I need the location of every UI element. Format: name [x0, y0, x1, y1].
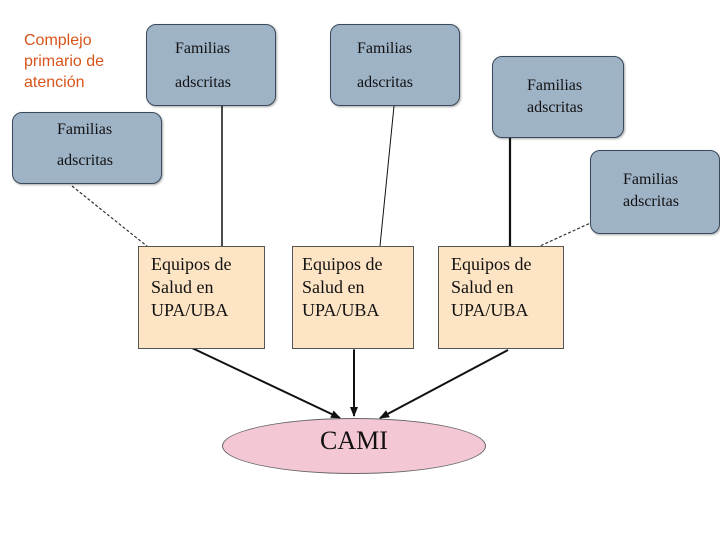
family-box-top-right-line1: Familias: [527, 77, 583, 94]
family-box-top-left-line1: Familias: [175, 40, 231, 57]
team-box-3-line3: UPA/UBA: [451, 300, 529, 320]
family-box-right-line1: Familias: [623, 171, 679, 188]
team-box-2-line1: Equipos de: [302, 254, 383, 274]
family-box-top-center: Familias adscritas: [330, 24, 460, 106]
cami-ellipse: CAMI: [222, 418, 486, 474]
team-box-2-line2: Salud en: [302, 277, 365, 297]
team-box-1: Equipos de Salud en UPA/UBA: [138, 246, 265, 349]
family-box-top-right: Familias adscritas: [492, 56, 624, 138]
family-box-left-line1: Familias: [57, 121, 113, 138]
team-box-2-line3: UPA/UBA: [302, 300, 380, 320]
family-box-top-center-line2: adscritas: [357, 74, 413, 91]
team-box-3-line2: Salud en: [451, 277, 514, 297]
team-box-2: Equipos de Salud en UPA/UBA: [292, 246, 414, 349]
diagram-title: Complejo primario de atención: [24, 32, 105, 91]
family-box-top-center-line1: Familias: [357, 40, 413, 57]
family-box-left-line2: adscritas: [57, 152, 113, 169]
family-box-top-right-line2: adscritas: [527, 99, 583, 116]
link-family-3-to-team2: [379, 105, 395, 247]
arrow-team1-to-cami: [191, 347, 341, 419]
team-box-3: Equipos de Salud en UPA/UBA: [438, 246, 564, 349]
team-box-1-line1: Equipos de: [151, 254, 232, 274]
family-box-top-left: Familias adscritas: [146, 24, 276, 106]
family-box-right: Familias adscritas: [590, 150, 720, 234]
family-box-right-line2: adscritas: [623, 193, 679, 210]
arrow-team3-to-cami: [379, 349, 509, 419]
team-box-1-line3: UPA/UBA: [151, 300, 229, 320]
cami-label: CAMI: [320, 426, 388, 455]
team-box-1-line2: Salud en: [151, 277, 214, 297]
link-family-left-to-team1: [71, 185, 149, 248]
family-box-top-left-line2: adscritas: [175, 74, 231, 91]
team-box-3-line1: Equipos de: [451, 254, 532, 274]
family-box-left: Familias adscritas: [12, 112, 162, 184]
